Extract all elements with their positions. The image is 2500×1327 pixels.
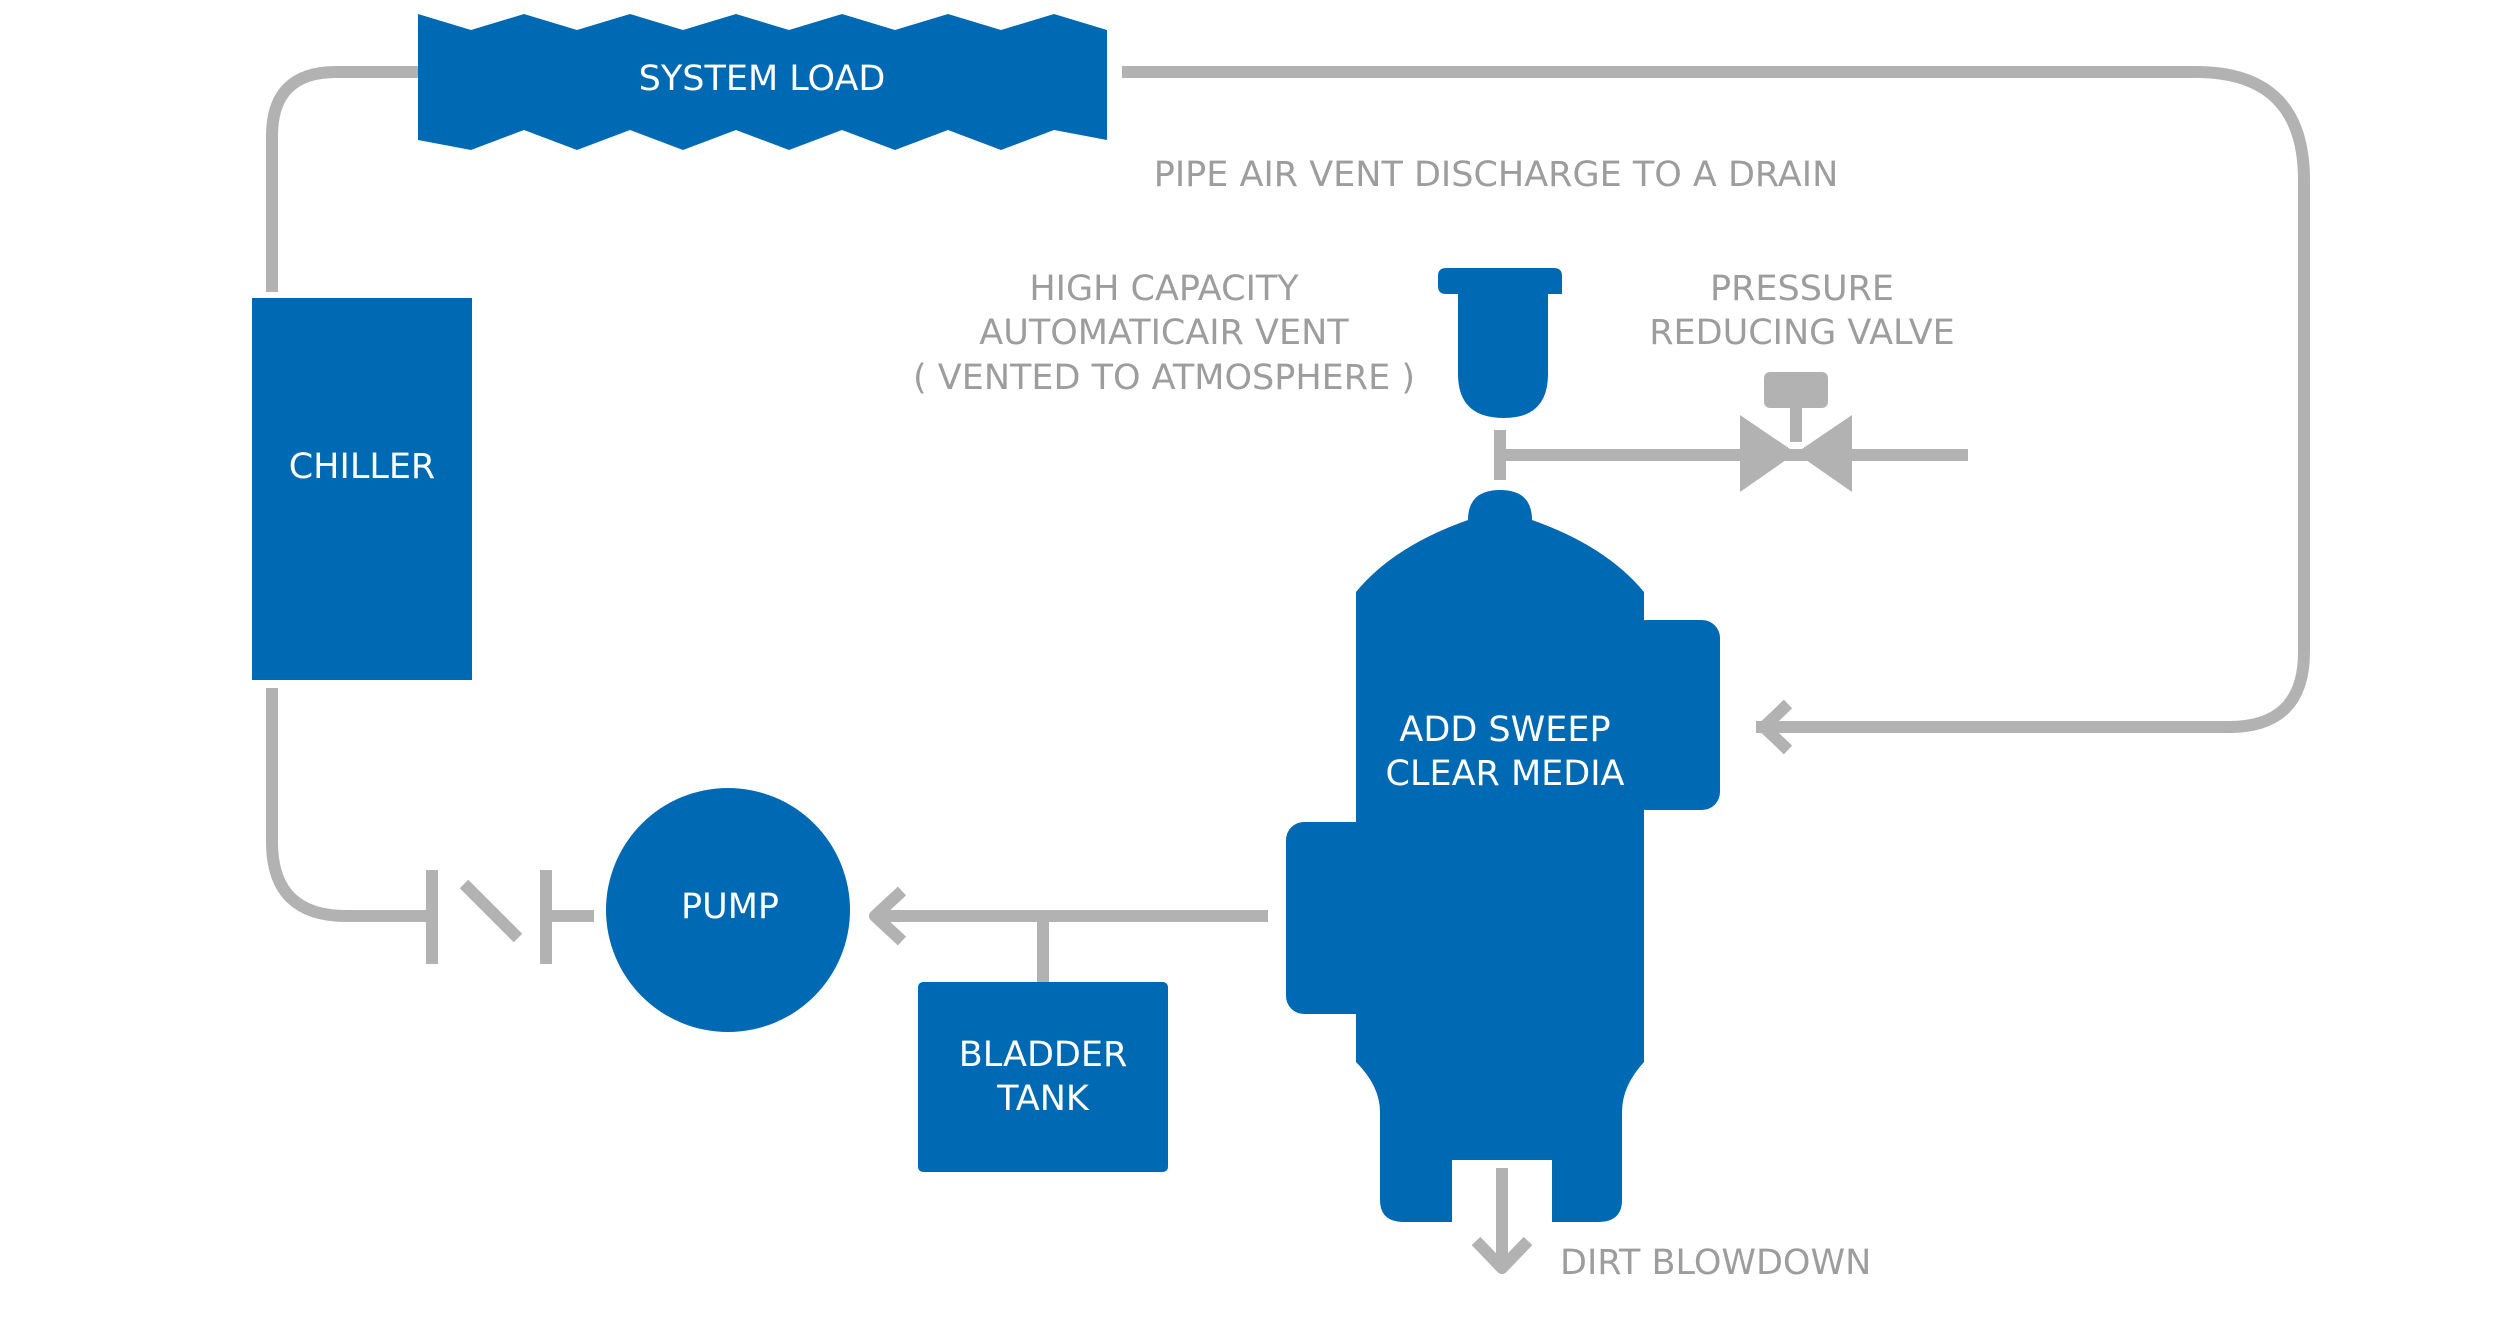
- check-valve-flange-right: [540, 870, 552, 964]
- bladder-tank: [918, 982, 1168, 1172]
- bladder-tank-label-line2: TANK: [996, 1079, 1090, 1119]
- flow-arrows: [869, 699, 1793, 1274]
- system-load-label: SYSTEM LOAD: [639, 59, 886, 99]
- valve-stem: [1790, 404, 1802, 442]
- pump: [606, 788, 850, 1032]
- pipe-return-loop: [1122, 66, 2310, 733]
- pressure-valve-label-line1: PRESSURE: [1710, 269, 1894, 309]
- arrow-into-pump: [869, 886, 907, 946]
- air-vent: [1438, 268, 1562, 418]
- air-vent-label-line1: HIGH CAPACITY: [1029, 269, 1299, 309]
- pump-label: PUMP: [681, 887, 779, 927]
- chiller-label: CHILLER: [289, 447, 436, 487]
- bladder-tank-label-line1: BLADDER: [959, 1035, 1128, 1075]
- valve-body-right: [1796, 415, 1852, 492]
- pressure-valve-label-line2: REDUCING VALVE: [1649, 313, 1955, 353]
- air-vent-label-line2: AUTOMATICAIR VENT: [979, 313, 1349, 353]
- pipe-air-vent-label: PIPE AIR VENT DISCHARGE TO A DRAIN: [1154, 155, 1839, 195]
- check-valve-flange-left: [426, 870, 438, 964]
- separator-vessel: [1286, 490, 1720, 1222]
- system-load: [418, 14, 1107, 150]
- arrow-dirt-blowdown: [1471, 1236, 1533, 1274]
- separator-body: [1356, 490, 1644, 1222]
- separator-label-line1: ADD SWEEP: [1399, 710, 1610, 750]
- separator-inlet-nozzle: [1628, 620, 1720, 810]
- separator-label-line2: CLEAR MEDIA: [1386, 754, 1625, 794]
- separator-outlet-nozzle: [1286, 822, 1378, 1014]
- check-valve: [426, 870, 552, 964]
- arrow-into-separator: [1758, 699, 1793, 755]
- valve-actuator: [1764, 372, 1828, 408]
- annotation-labels: PIPE AIR VENT DISCHARGE TO A DRAIN HIGH …: [913, 155, 1955, 1283]
- pipe-chiller-to-check-valve: [266, 688, 428, 922]
- pipe-load-to-chiller: [266, 66, 418, 292]
- pressure-reducing-valve: [1740, 372, 1852, 492]
- chiller: [252, 298, 472, 680]
- piping: [266, 66, 2310, 1262]
- air-vent-label-line3: ( VENTED TO ATMOSPHERE ): [913, 358, 1415, 398]
- valve-body-left: [1740, 415, 1796, 492]
- check-valve-disc: [459, 879, 523, 943]
- equipment-labels: SYSTEM LOAD CHILLER PUMP BLADDER TANK AD…: [289, 59, 1625, 1119]
- dirt-blowdown-label: DIRT BLOWDOWN: [1560, 1243, 1871, 1283]
